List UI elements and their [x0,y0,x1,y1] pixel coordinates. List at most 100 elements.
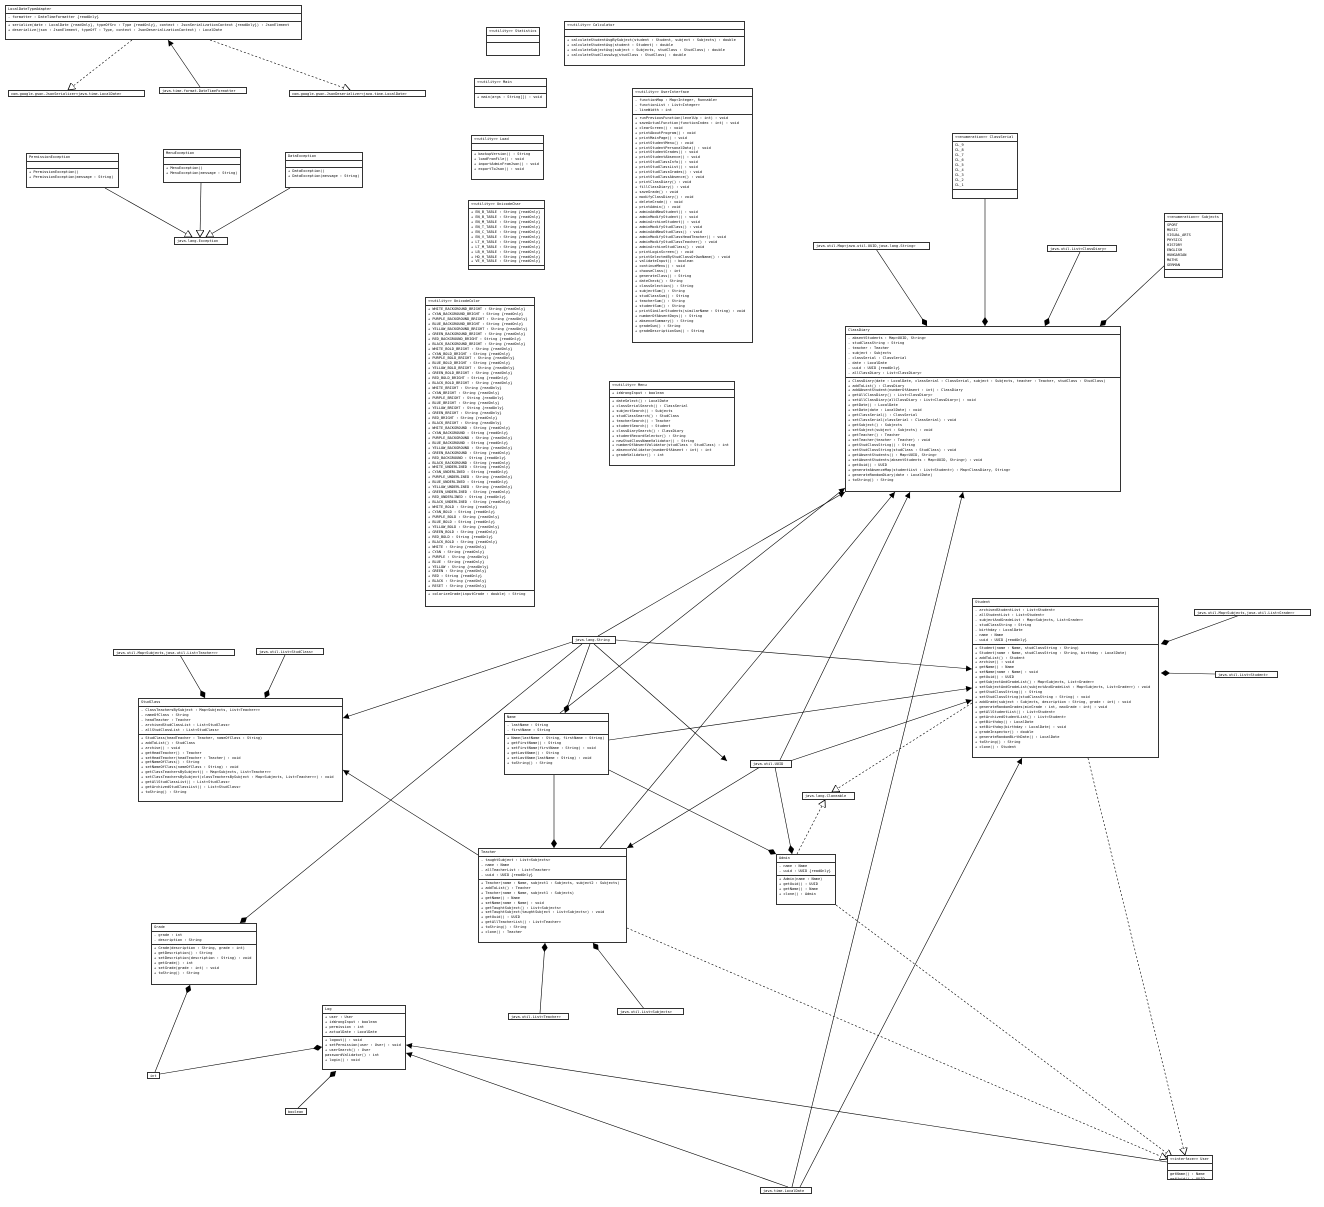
operation-line: + PermissionException() [29,169,79,174]
operation-line: + getAllClassDiary() : List<ClassDiary> [848,393,933,398]
attribute-line: PHYSICS [1167,237,1183,242]
attribute-line: CL_2 [955,177,964,182]
class-box-java-util-uuid[interactable]: java.util.UUID [750,760,792,768]
attribute-line: SPORT [1167,222,1178,227]
class-box-local-date-type-adapter[interactable]: LocalDateTypeAdapter- formatter : DateTi… [5,5,302,40]
class-box-student[interactable]: Student- archivedStudentList : List<Stud… [972,598,1159,758]
edge-uuid-student [786,699,973,763]
operation-line: + clearScreen() : void [635,125,683,130]
class-box-list-student[interactable]: java.util.List<Student> [1215,671,1278,678]
class-title: java.time.format.DateTimeFormatter [162,89,236,93]
attribute-line: + WHITE_BACKGROUND_BRIGHT : String {read… [428,306,526,311]
edge-string-grade [239,643,583,924]
class-box-calculator[interactable]: <<utility>> Calculator+ calculateStudent… [564,21,745,66]
operation-line: + gradeSum() : String [635,323,681,328]
class-box-unicode-color[interactable]: <<utility>> UnicodeColor+ WHITE_BACKGROU… [425,297,535,607]
class-box-list-teacher[interactable]: java.util.List<Teacher> [508,1013,569,1020]
class-box-int[interactable]: int [147,1072,160,1079]
class-box-teacher[interactable]: Teacher- taughtSubject : List<Subjects>-… [478,848,627,943]
operation-line: + setName(name : Name) : void [481,900,544,905]
attribute-section: - taughtSubject : List<Subjects>- name :… [479,857,626,880]
operation-section: + Name(lastName : String, firstName : St… [505,735,608,767]
attribute-line: CL_7 [955,152,964,157]
class-box-list-stud-class[interactable]: java.util.List<StudClass> [256,648,324,655]
edge-localdate-diary [791,491,965,1188]
class-box-date-time-formatter[interactable]: java.time.format.DateTimeFormatter [159,87,247,94]
class-title: <<utility>> Calculator [565,22,744,30]
operation-line: + getAbsentStudents() : Map<UUID, String… [848,452,937,457]
attribute-line: - uuid : UUID {readOnly} [975,637,1027,642]
operation-line: + setTeacher(teacher : Teacher) : void [848,438,931,443]
operation-line: + generateClass() : String [635,274,692,279]
class-box-data-exception[interactable]: DataException+ DataException()+ DataExce… [285,152,363,188]
class-box-json-serializer[interactable]: com.google.gson.JsonSerializer<java.time… [8,90,145,97]
attribute-section: + WHITE_BACKGROUND_BRIGHT : String {read… [426,306,534,592]
class-box-class-diary[interactable]: ClassDiary- absentStudents : Map<UUID, S… [845,326,1121,492]
class-box-statistics[interactable]: <<utility>> Statistics [486,27,540,56]
operation-line: + adminAddNewStudClass() : void [635,229,703,234]
operation-line: + calculateSubjectAvg(subject : Subjects… [567,47,725,52]
edge-int-log [159,1044,323,1075]
class-box-log[interactable]: Log+ user : User+ isWrongInput : boolean… [322,1005,406,1070]
edge-teacher-diary [599,491,896,849]
operation-line: + setClassTeachersBySubject(classTeacher… [141,775,334,780]
operation-line: + setStudClassString(studClassString : S… [975,695,1090,700]
class-box-map-uuidstring[interactable]: java.util.Map<java.util.UUID,java.lang.S… [813,242,930,250]
class-title: java.time.LocalDate [763,1189,805,1193]
class-box-admin[interactable]: Admin- name : Name- uuid : UUID {readOnl… [776,854,836,905]
class-box-name[interactable]: Name- lastName : String- firstName : Str… [504,713,609,775]
attribute-line: + BLUE_BRIGHT : String {readOnly} [428,401,500,406]
class-title: DataException [286,153,362,161]
operation-line: + serialize(date : LocalDate {readOnly},… [8,22,290,27]
attribute-line: + CYAN_BACKGROUND_BRIGHT : String {readO… [428,311,524,316]
edge-string-teacher [593,643,728,762]
class-box-list-class-diary[interactable]: java.util.List<ClassDiary> [1047,245,1117,252]
attribute-line: + BLUE : String {readOnly} [428,559,485,564]
operation-line: + absenceValidator(numberOfAbsent : int)… [612,448,712,453]
attribute-line: + BLUE_BACKGROUND : String {readOnly} [428,440,509,445]
class-box-grade[interactable]: Grade- grade : int- description : String… [151,923,257,985]
operation-line: + printAboutProgram() : void [635,130,696,135]
operation-line: + getAllStudentList() : List<Student> [975,710,1056,715]
operation-line: + adminArchiveStudent() : void [635,219,700,224]
attribute-line: + HO_H_TABLE : String {readOnly} [471,254,541,259]
attribute-line: + YELLOW_BACKGROUND : String {readOnly} [428,445,513,450]
operation-line: + printClassDiary() : void [635,180,692,185]
attribute-section [1168,1164,1212,1171]
edge-listsubjects-teacher [592,942,646,1011]
attribute-line: - subjectAndGradeList : Map<Subjects, Li… [975,617,1084,622]
class-box-boolean[interactable]: boolean [285,1108,307,1115]
edge-admin-cloneable [796,800,825,855]
class-box-java-lang-string[interactable]: java.lang.String [572,636,616,644]
class-box-main[interactable]: <<utility>> Main+ main(args : String[]) … [474,78,547,108]
class-box-map-subjects-list-student[interactable]: java.util.Map<Subjects,java.util.List<Gr… [1194,609,1311,616]
attribute-line: - date : LocalDate [848,360,887,365]
class-box-permission-exception[interactable]: PermissionException+ PermissionException… [26,153,119,188]
class-box-menu[interactable]: <<utility>> Menu+ isWrongInput : boolean… [609,381,735,466]
class-box-json-deserializer[interactable]: com.google.gson.JsonDeserializer<java.ti… [289,90,426,97]
class-box-map-subjects-list-teacher[interactable]: java.util.Map<Subjects,java.util.List<Te… [113,649,235,656]
operation-line: + getSubject() : Subjects [848,423,903,428]
class-title: java.lang.Exception [177,239,219,243]
class-box-java-time-local-date[interactable]: java.time.LocalDate [760,1187,812,1194]
class-box-cloneable[interactable]: java.lang.Cloneable [802,792,855,800]
attribute-section: + user : User+ isWrongInput : boolean+ p… [323,1014,405,1037]
attribute-line: GERMAN [1167,262,1180,267]
class-box-unicode-char[interactable]: <<utility>> UnicodeChar+ EN_B_TABLE : St… [468,200,545,270]
operation-line: + chooseClass() : int [635,269,681,274]
attribute-line: - uuid : UUID {readOnly} [779,868,831,873]
class-box-stud-class[interactable]: StudClass- ClassTeachersBySubject : Map<… [138,698,343,802]
edge-string-name [563,643,591,714]
attribute-line: + permission : int [325,1024,364,1029]
class-box-user-interface[interactable]: <<utility>> UserInterface- functionMap :… [632,88,753,343]
class-box-load[interactable]: <<utility>> Load+ backupVersion() : Stri… [471,135,544,180]
edge-localdate-log [405,1052,789,1188]
edge-string-student [615,639,973,672]
class-box-list-subjects[interactable]: java.util.List<Subjects> [617,1008,684,1015]
operation-line: + clone() : Teacher [481,930,523,935]
class-box-java-lang-exception[interactable]: java.lang.Exception [174,237,228,245]
class-box-menu-exception[interactable]: MenuException+ MenuException()+ MenuExce… [163,149,241,183]
